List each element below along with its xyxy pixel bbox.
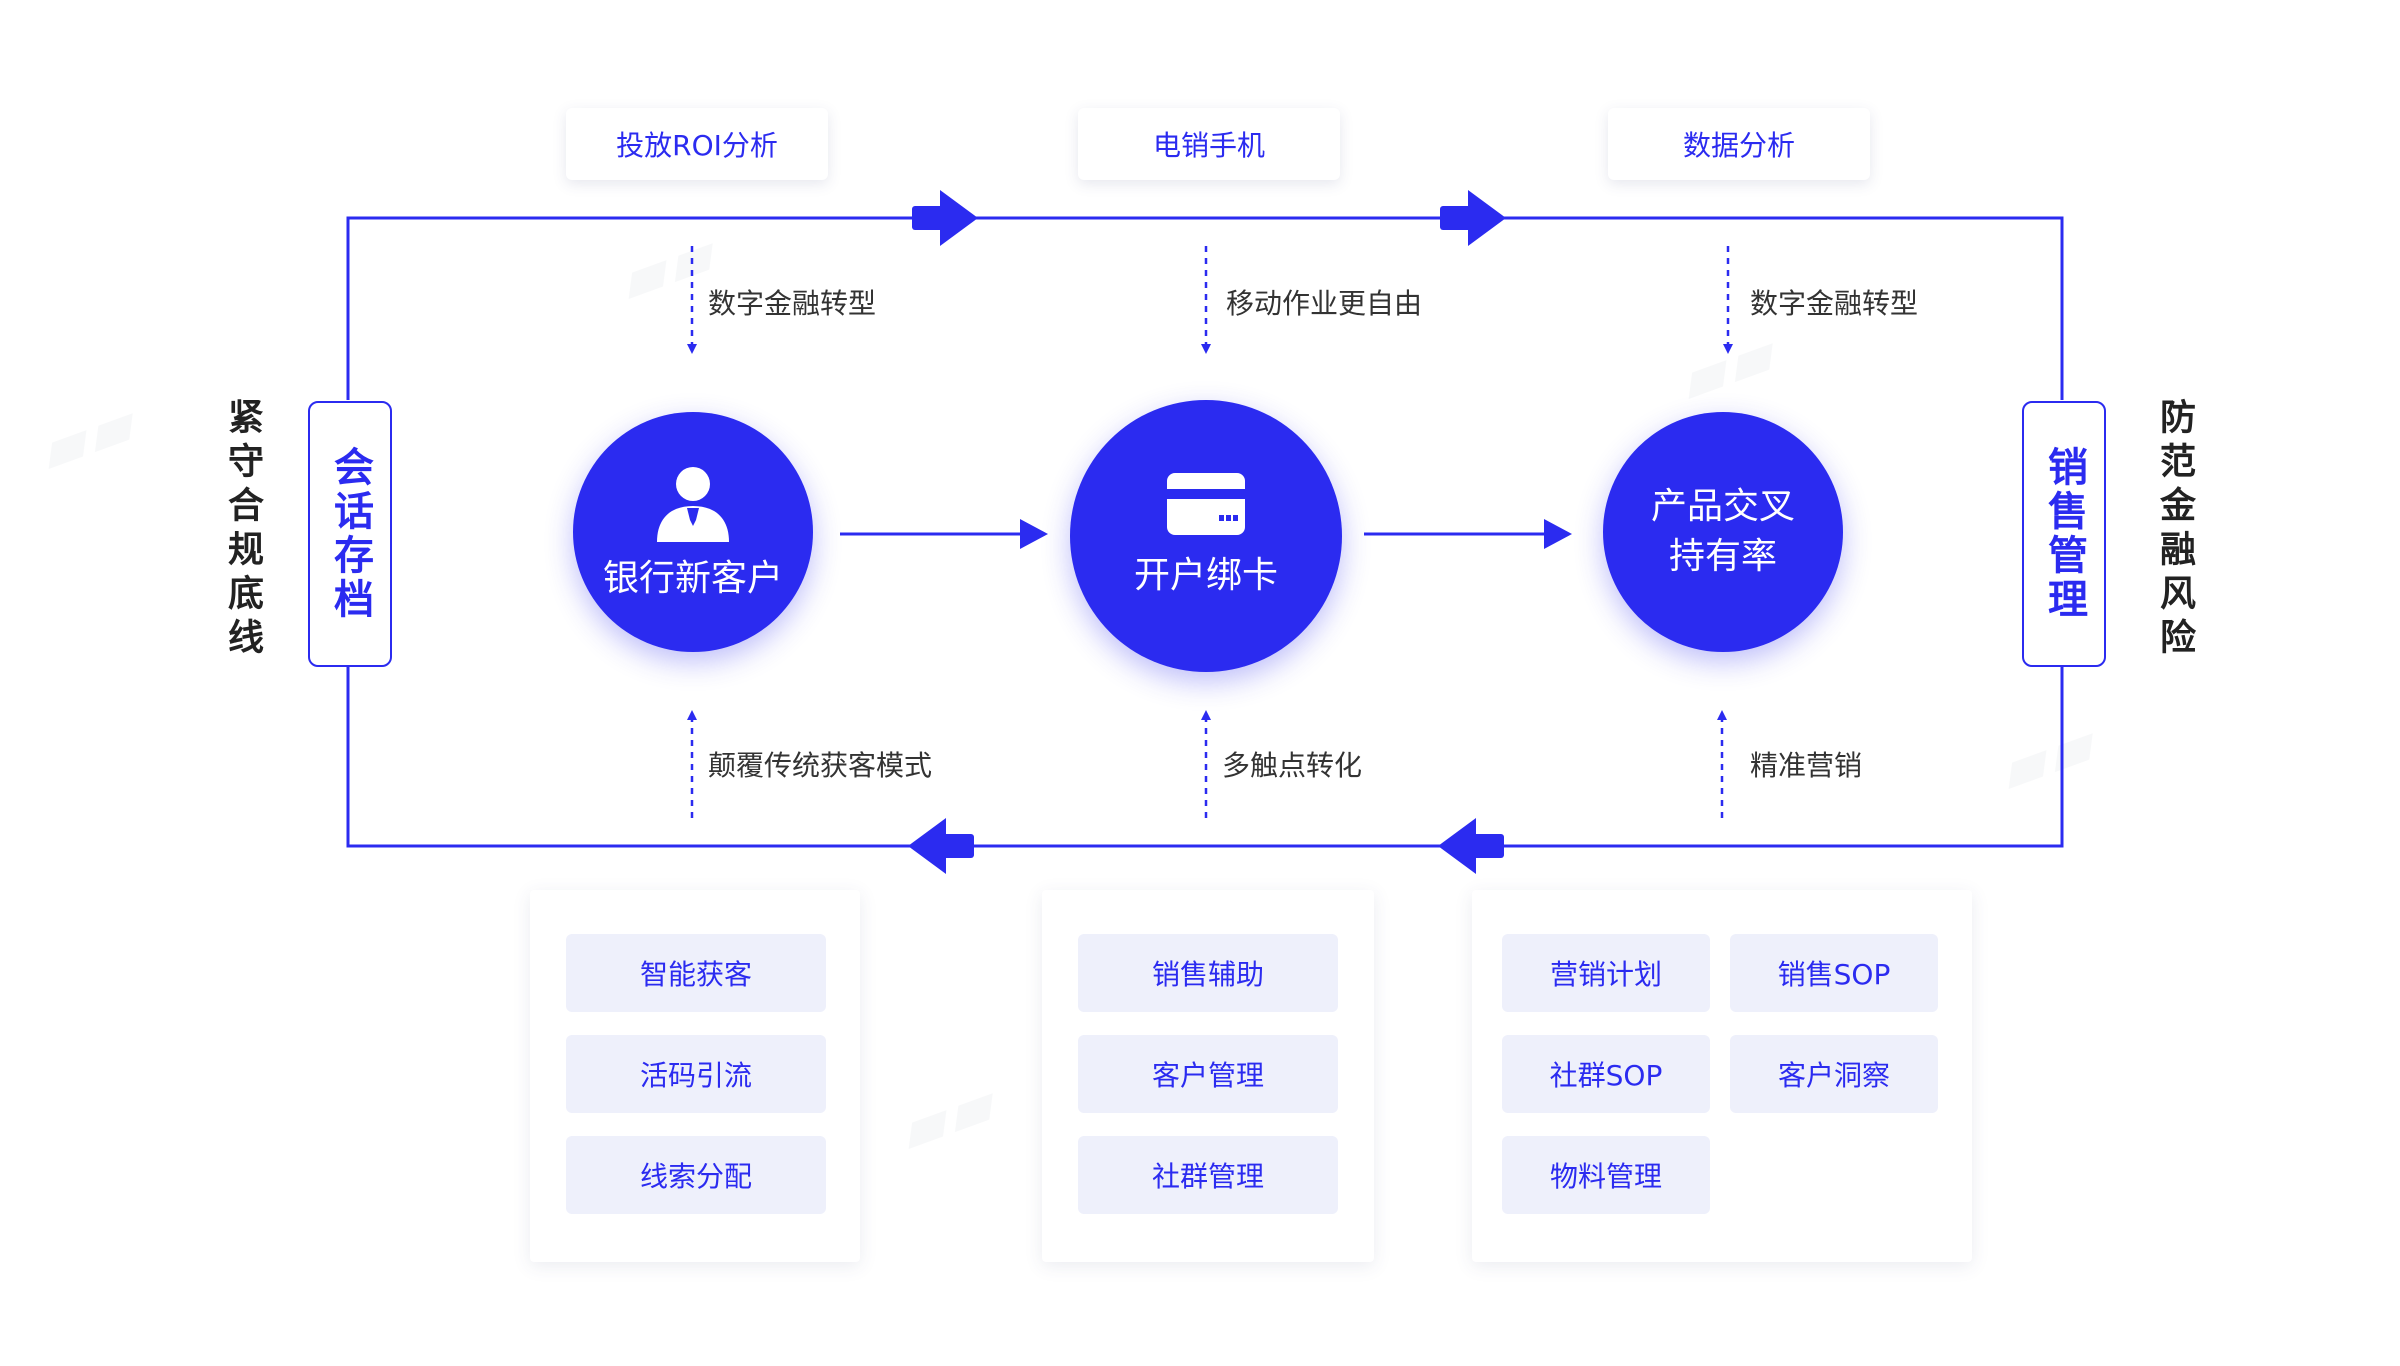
top-flow-label: 数字金融转型 bbox=[1750, 287, 1919, 320]
right-box-sales-management: 销售管理 bbox=[2022, 401, 2106, 667]
circle-cross-holding-rate: 产品交叉 持有率 bbox=[1603, 412, 1843, 652]
top-flow-label: 移动作业更自由 bbox=[1226, 287, 1423, 320]
circle-label: 开户绑卡 bbox=[1133, 555, 1278, 596]
feature-item[interactable]: 客户洞察 bbox=[1730, 1035, 1938, 1113]
feature-item[interactable]: 物料管理 bbox=[1502, 1136, 1710, 1214]
top-tag-label: 数据分析 bbox=[1682, 129, 1795, 162]
top-direction-arrow bbox=[912, 190, 978, 246]
bottom-direction-arrow bbox=[908, 818, 974, 874]
circle-label-line: 产品交叉 bbox=[1650, 486, 1795, 527]
top-tag-label: 电销手机 bbox=[1152, 129, 1265, 162]
top-tag-sales-phone: 电销手机 bbox=[1078, 108, 1340, 180]
feature-item[interactable]: 客户管理 bbox=[1078, 1035, 1338, 1113]
feature-item[interactable]: 营销计划 bbox=[1502, 934, 1710, 1012]
circle-label: 银行新客户 bbox=[602, 558, 783, 599]
bottom-flow-label: 多触点转化 bbox=[1222, 749, 1363, 782]
feature-item[interactable]: 线索分配 bbox=[566, 1136, 826, 1214]
top-tag-label: 投放ROI分析 bbox=[616, 129, 778, 162]
card-icon bbox=[1167, 473, 1245, 535]
left-box-session-archive: 会话存档 bbox=[308, 401, 392, 667]
feature-item[interactable]: 销售SOP bbox=[1730, 934, 1938, 1012]
top-tag-data-analysis: 数据分析 bbox=[1608, 108, 1870, 180]
bottom-flow-label: 颠覆传统获客模式 bbox=[708, 749, 933, 782]
circle-open-account: 开户绑卡 bbox=[1070, 400, 1342, 672]
loop-left-bottom bbox=[346, 664, 2064, 848]
right-side-label: 防范金融风险 bbox=[2154, 398, 2195, 662]
top-flow-label: 数字金融转型 bbox=[708, 287, 877, 320]
bottom-flow-label: 精准营销 bbox=[1750, 749, 1863, 782]
loop-left-top bbox=[346, 216, 2064, 400]
feature-item[interactable]: 销售辅助 bbox=[1078, 934, 1338, 1012]
top-direction-arrow bbox=[1440, 190, 1506, 246]
bottom-direction-arrow bbox=[1438, 818, 1504, 874]
circle-label-line: 持有率 bbox=[1668, 536, 1777, 577]
feature-item[interactable]: 社群管理 bbox=[1078, 1136, 1338, 1214]
feature-item[interactable]: 社群SOP bbox=[1502, 1035, 1710, 1113]
feature-item[interactable]: 活码引流 bbox=[566, 1035, 826, 1113]
customer-icon bbox=[657, 467, 729, 542]
left-side-label: 紧守合规底线 bbox=[222, 398, 263, 662]
circle-new-customer: 银行新客户 bbox=[573, 412, 813, 652]
feature-item[interactable]: 智能获客 bbox=[566, 934, 826, 1012]
top-tag-roi-analysis: 投放ROI分析 bbox=[566, 108, 828, 180]
